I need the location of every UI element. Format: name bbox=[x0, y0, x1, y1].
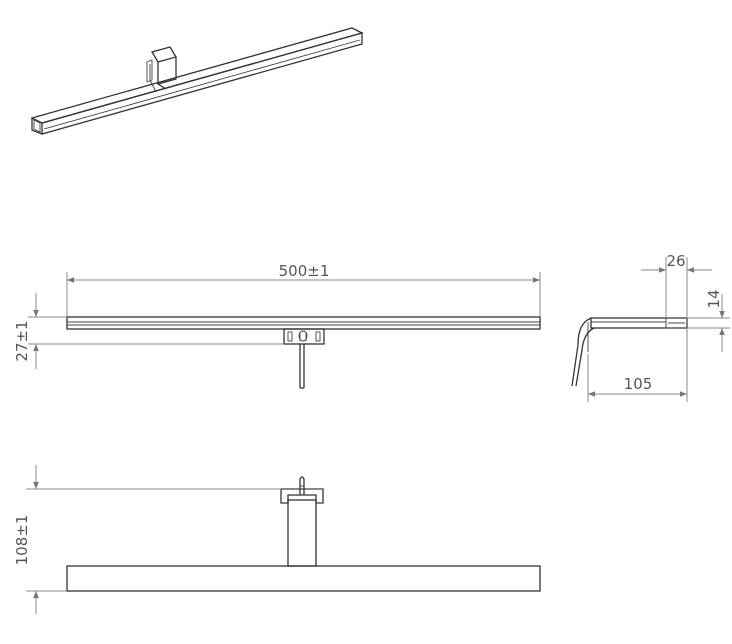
side-reach-dimension-label: 105 bbox=[624, 375, 653, 393]
side-view bbox=[571, 257, 730, 402]
top-view bbox=[26, 465, 541, 614]
side-height-dimension-label: 14 bbox=[705, 289, 723, 308]
length-dimension-label: 500±1 bbox=[279, 262, 330, 280]
side-depth-dimension-label: 26 bbox=[666, 252, 685, 270]
isometric-view bbox=[30, 27, 364, 135]
total-height-dimension-label: 108±1 bbox=[13, 515, 31, 566]
front-view bbox=[28, 272, 541, 389]
bar-height-dimension-label: 27±1 bbox=[13, 320, 31, 361]
